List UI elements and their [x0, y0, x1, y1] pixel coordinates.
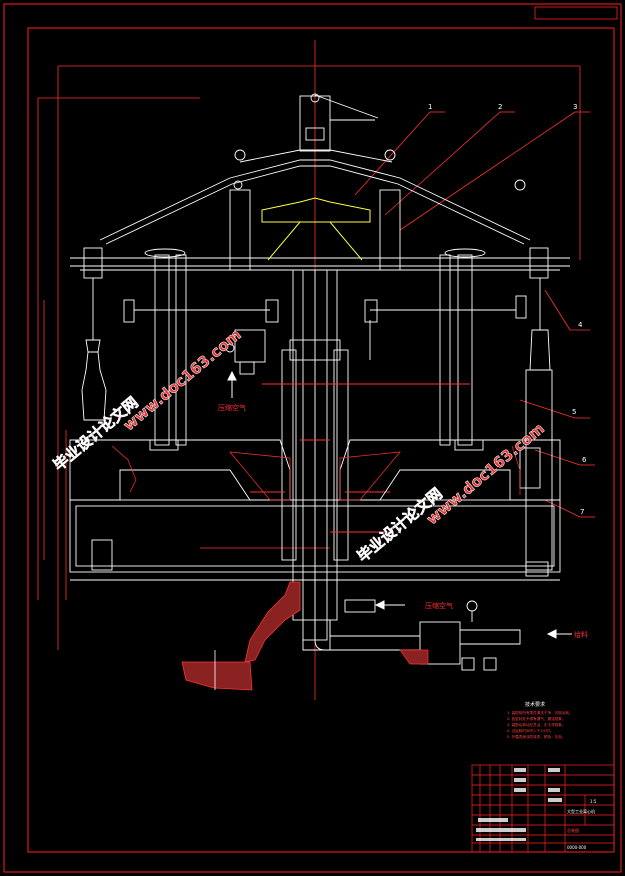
tech-req-line: 3. 装配后转动应灵活，无卡滞现象。: [507, 722, 565, 727]
leader-number-4: 4: [578, 321, 583, 329]
title-block: [471, 764, 615, 853]
watermark-left: 毕业设计论文网: [49, 393, 142, 475]
tech-requirements: 技术要求 1. 装配前所有零件清洗干净，去除毛刺。 2. 各密封处不得有漏气、漏…: [507, 701, 573, 739]
label-feed: 给料: [574, 630, 588, 639]
right-assembly: [364, 247, 553, 571]
outer-frame: [3, 3, 622, 873]
title-block-unit: 总装图: [567, 827, 579, 833]
tech-requirements-title: 技术要求: [525, 701, 545, 708]
arrows: [227, 370, 572, 639]
watermark-right-url: www.doc163.com: [423, 419, 549, 528]
leader-number-7: 7: [580, 508, 584, 516]
left-assembly: [81, 247, 486, 446]
title-block-fills: [476, 768, 562, 841]
watermark-url: www.doc163.com: [120, 326, 245, 435]
title-block-scale: 1:5: [590, 799, 597, 804]
leader-lines: [354, 111, 595, 518]
tech-req-line: 2. 各密封处不得有漏气、漏油现象。: [507, 716, 565, 721]
top-canopy-accent: [261, 197, 371, 261]
central-red-marks: [250, 383, 470, 533]
corner-box: [534, 6, 618, 20]
title-block-name: 大型工业离心机: [567, 808, 595, 814]
label-compressed-air-lower: 压缩空气: [425, 601, 453, 610]
watermark-text: 毕业设计论文网: [50, 393, 142, 474]
watermark-left-url: www.doc163.com: [119, 325, 245, 435]
inner-frame: [27, 27, 615, 853]
leader-number-6: 6: [582, 456, 587, 464]
dimension-lines: [37, 40, 581, 700]
tech-req-line: 5. 外露表面涂防锈漆，颜色：灰色。: [507, 734, 565, 739]
bowl: [69, 439, 561, 581]
label-compressed-air-upper: 压缩空气: [218, 403, 246, 412]
leader-number-2: 2: [498, 103, 502, 111]
watermark-url: www.doc163.com: [423, 419, 548, 528]
feed-pipe-hatch: [399, 649, 429, 665]
top-canopy: [70, 93, 570, 271]
title-block-number: 0000-000: [567, 845, 587, 850]
leader-number-5: 5: [572, 408, 576, 416]
feed-pipe: [314, 599, 521, 671]
leader-number-1: 1: [428, 103, 432, 111]
tech-req-line: 4. 试运转时间不少于2小时。: [507, 728, 553, 733]
bowl-hatch: [111, 445, 521, 501]
tech-req-line: 1. 装配前所有零件清洗干净，去除毛刺。: [507, 710, 573, 715]
discharge-chute: [181, 581, 301, 691]
leader-number-3: 3: [573, 103, 577, 111]
